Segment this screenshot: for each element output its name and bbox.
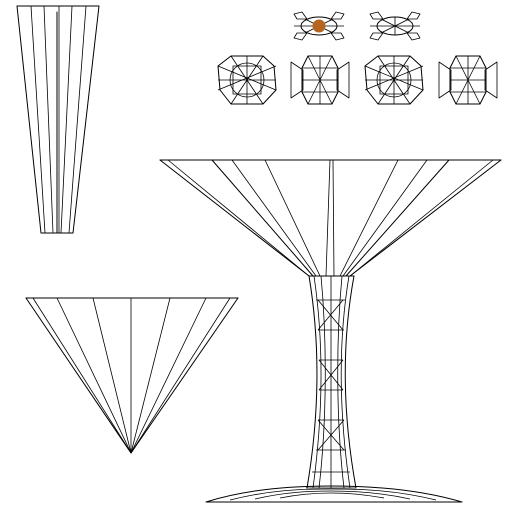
glass-base (205, 485, 463, 503)
gem-side-view-4 (438, 55, 498, 105)
glass-stem (306, 275, 357, 489)
glass-assembly-wireframe (159, 159, 502, 503)
gem-top-view-1 (293, 11, 345, 41)
glass-bowl (159, 159, 502, 277)
gem-side-view-3 (364, 55, 424, 105)
stem-piece-wireframe (16, 5, 100, 234)
gem-cut-views (217, 11, 498, 105)
gem-top-view-2 (369, 11, 421, 41)
accent-dot (312, 19, 326, 33)
gem-side-view-1 (217, 55, 277, 105)
cone-piece-wireframe (25, 297, 239, 454)
gem-side-view-2 (290, 55, 350, 105)
